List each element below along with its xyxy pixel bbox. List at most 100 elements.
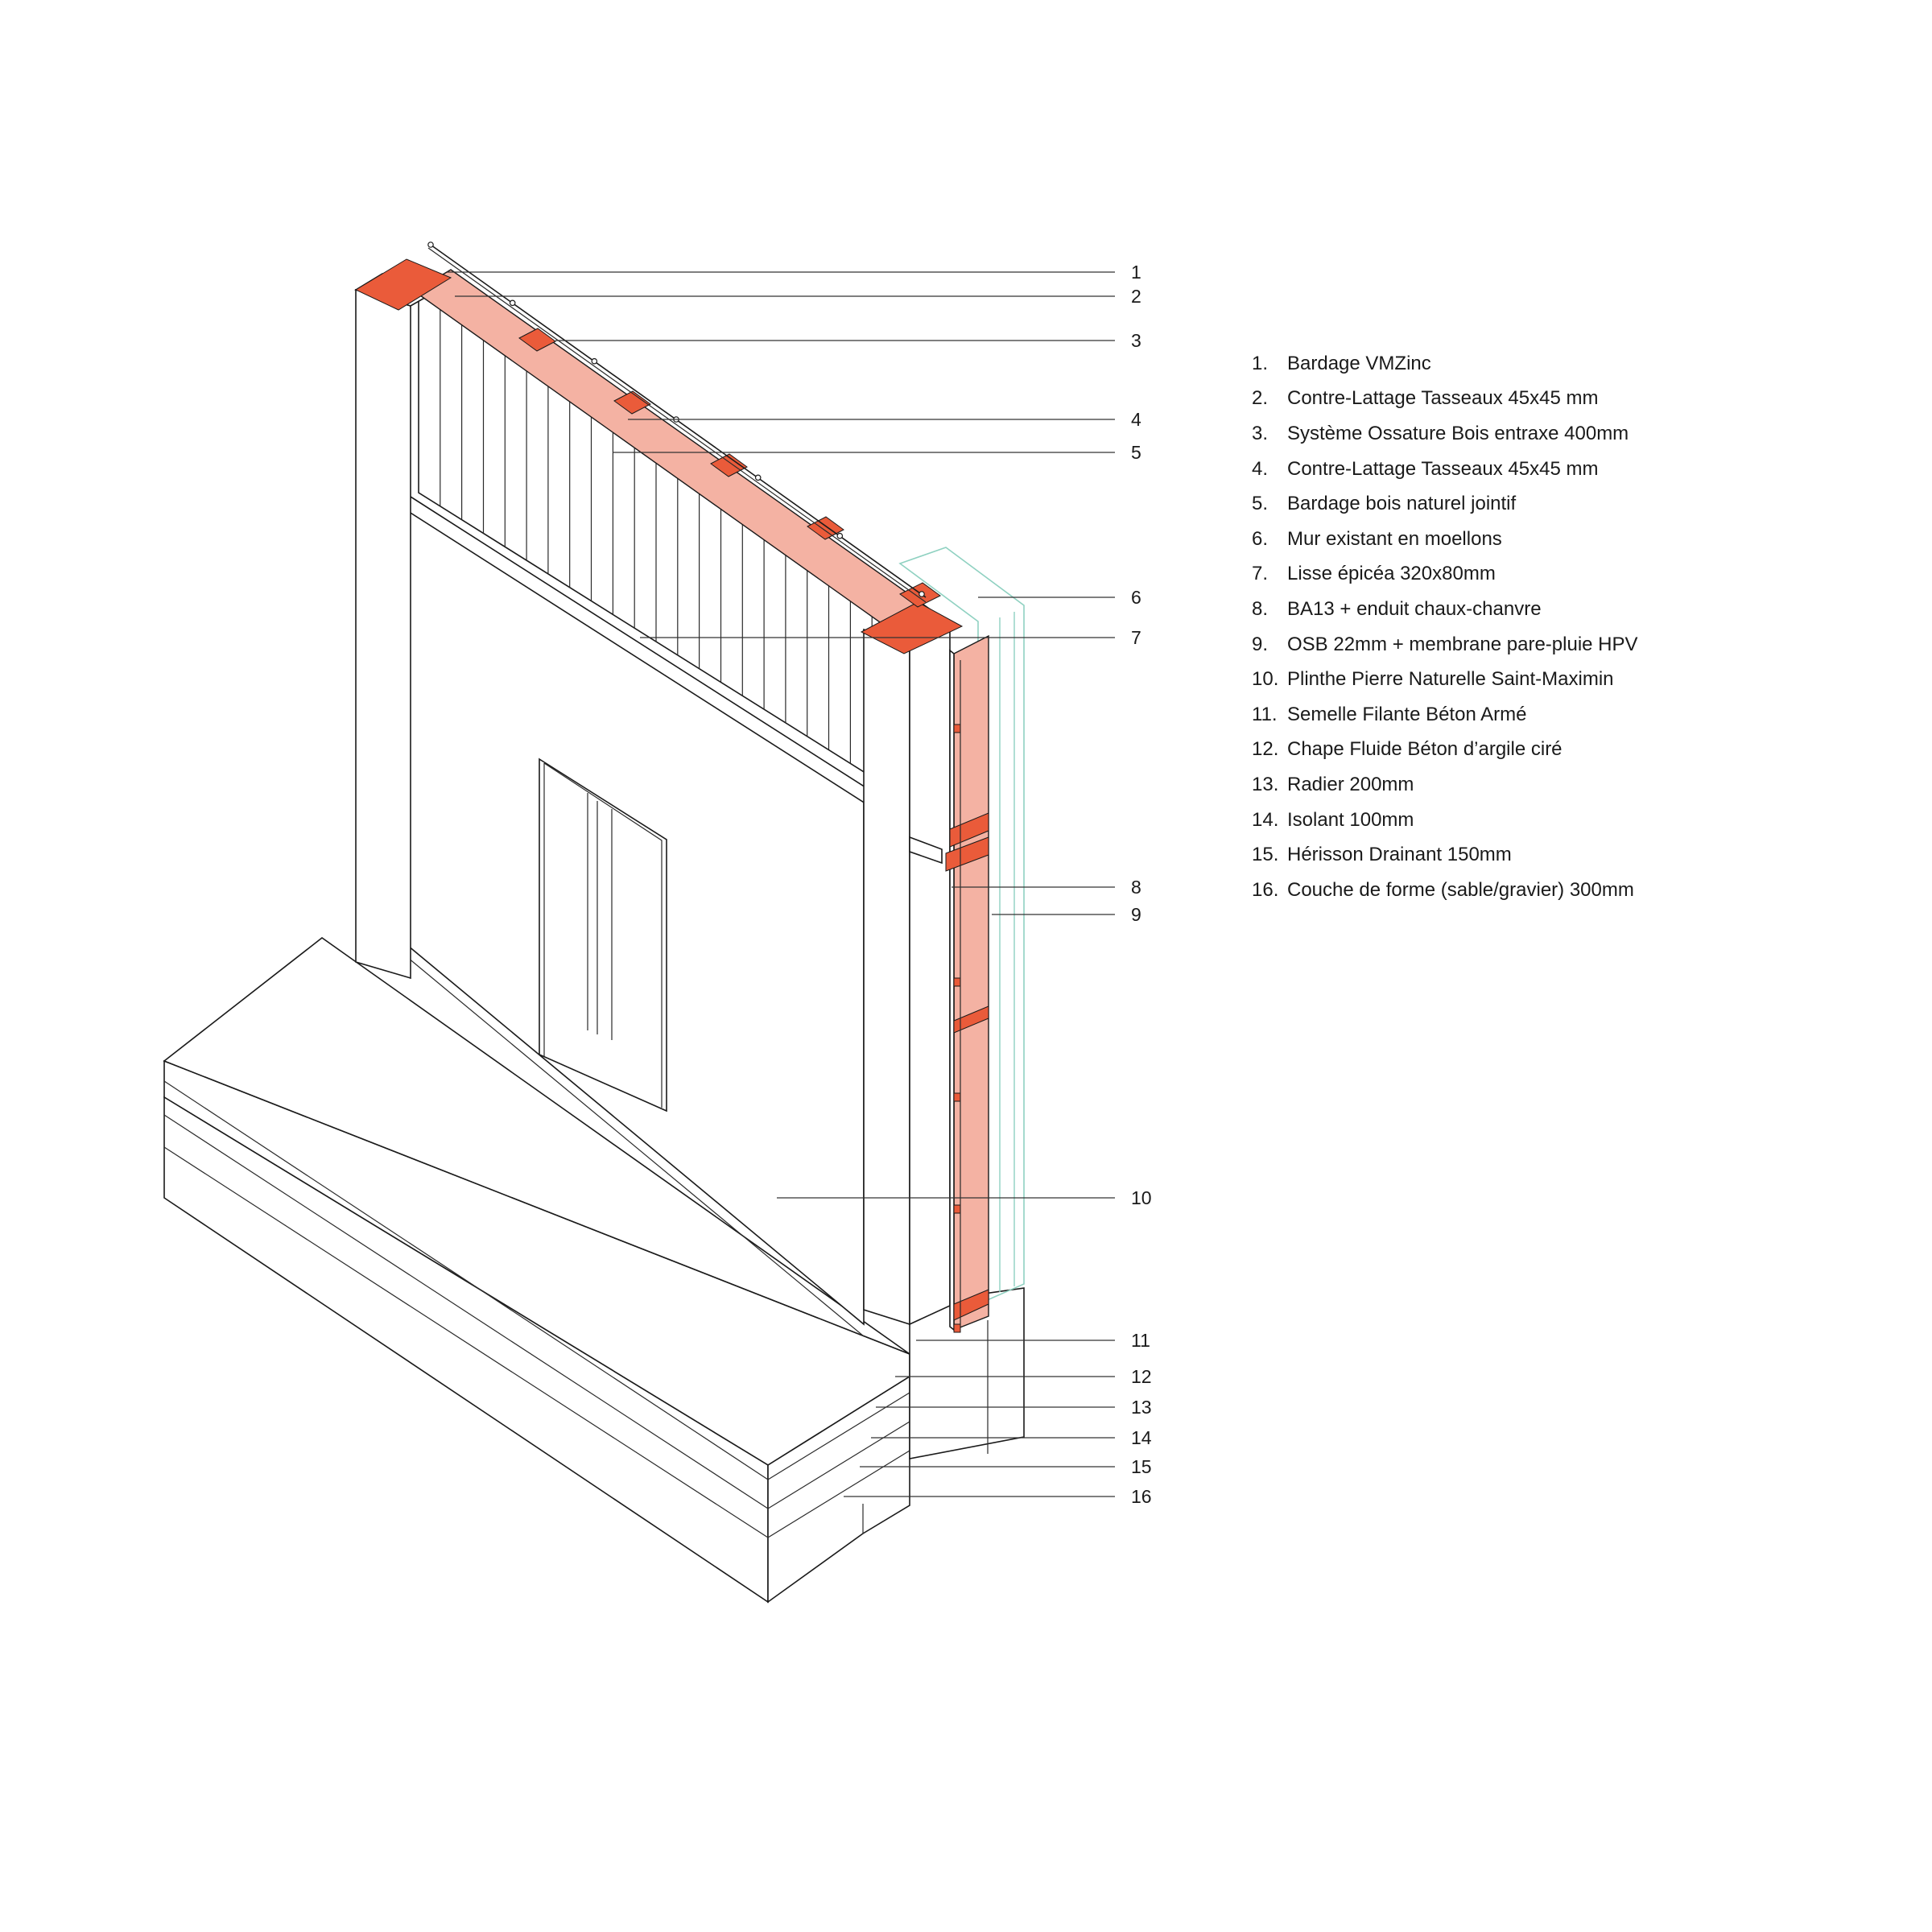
legend-item: 9. OSB 22mm + membrane pare-pluie HPV [1252, 627, 1880, 663]
legend-text: Lisse épicéa 320x80mm [1287, 563, 1496, 585]
layer-line [163, 1146, 769, 1538]
cap-stud [613, 390, 651, 415]
legend-text: Mur existant en moellons [1287, 527, 1502, 550]
callout-11: 11 [1131, 1330, 1150, 1351]
callout-16: 16 [1131, 1486, 1152, 1507]
layer-line [163, 1080, 769, 1480]
legend-item: 7. Lisse épicéa 320x80mm [1252, 557, 1880, 592]
zinc-cladding-line [427, 247, 927, 603]
legend-number: 12. [1252, 738, 1279, 761]
wall-inner-face [403, 491, 866, 1337]
door-opening [539, 758, 667, 1113]
callout-6: 6 [1131, 587, 1141, 608]
legend-number: 5. [1252, 493, 1269, 515]
legend-item: 3. Système Ossature Bois entraxe 400mm [1252, 416, 1880, 452]
zinc-seam [427, 242, 434, 248]
legend-number: 1. [1252, 352, 1269, 374]
legend-text: OSB 22mm + membrane pare-pluie HPV [1287, 633, 1638, 655]
legend-item: 13.Radier 200mm [1252, 767, 1880, 803]
legend-number: 14. [1252, 808, 1279, 831]
stud-band [945, 836, 989, 872]
legend-number: 7. [1252, 563, 1269, 585]
callout-1: 1 [1131, 262, 1141, 283]
legend-item: 4. Contre-Lattage Tasseaux 45x45 mm [1252, 452, 1880, 487]
legend-number: 11. [1252, 703, 1278, 725]
callout-10: 10 [1131, 1187, 1152, 1208]
legend-text: Contre-Lattage Tasseaux 45x45 mm [1287, 387, 1599, 410]
legend-item: 11.Semelle Filante Béton Armé [1252, 697, 1880, 733]
legend-item: 2. Contre-Lattage Tasseaux 45x45 mm [1252, 382, 1880, 417]
layer-line [163, 1114, 769, 1509]
zinc-seam [591, 357, 598, 365]
callout-7: 7 [1131, 627, 1141, 648]
legend-item: 16. Couche de forme (sable/gravier) 300mm [1252, 873, 1880, 908]
callout-5: 5 [1131, 442, 1141, 463]
lining-strip [949, 649, 955, 1331]
cap-block-left [354, 258, 452, 311]
legend-number: 16. [1252, 878, 1279, 901]
layer-line [767, 1421, 910, 1509]
cap-block-right [860, 601, 964, 654]
zinc-seam [754, 474, 762, 481]
right-post-side [909, 629, 951, 1326]
callout-2: 2 [1131, 286, 1141, 307]
left-post-front [355, 288, 411, 980]
layer-line [767, 1450, 910, 1538]
callout-14: 14 [1131, 1427, 1152, 1448]
legend-list: 1. Bardage VMZinc 2. Contre-Lattage Tassea… [1252, 346, 1880, 908]
legend-item: 12. Chape Fluide Béton d’argile ciré [1252, 733, 1880, 768]
legend-text: Radier 200mm [1287, 773, 1414, 795]
legend-text: Chape Fluide Béton d’argile ciré [1287, 738, 1563, 761]
legend-item: 10. Plinthe Pierre Naturelle Saint-Maximi… [1252, 662, 1880, 697]
legend-text: Contre-Lattage Tasseaux 45x45 mm [1287, 457, 1599, 480]
batten-marker [953, 1323, 961, 1333]
legend-text: Bardage bois naturel jointif [1287, 493, 1517, 515]
legend-item: 5. Bardage bois naturel jointif [1252, 486, 1880, 522]
callout-4: 4 [1131, 409, 1141, 430]
zinc-seam [836, 532, 844, 539]
cap-stud [807, 516, 844, 540]
batten-marker [953, 724, 961, 733]
legend-text: Couche de forme (sable/gravier) 300mm [1287, 878, 1634, 901]
legend-number: 3. [1252, 422, 1269, 444]
legend-number: 15. [1252, 844, 1279, 866]
legend-text: Isolant 100mm [1287, 808, 1414, 831]
zinc-seam [919, 591, 925, 597]
legend-text: Système Ossature Bois entraxe 400mm [1287, 422, 1629, 444]
legend-item: 8.BA13 + enduit chaux-chanvre [1252, 592, 1880, 627]
legend-item: 1. Bardage VMZinc [1252, 346, 1880, 382]
stud-band [949, 812, 989, 848]
wall-base-line [407, 957, 865, 1337]
right-post-front [863, 628, 910, 1326]
legend-number: 4. [1252, 457, 1269, 480]
legend-text: Hérisson Drainant 150mm [1287, 844, 1512, 866]
batten-marker [953, 1092, 961, 1102]
wall-top-cap [354, 242, 964, 654]
legend-item: 6.Mur existant en moellons [1252, 522, 1880, 557]
legend-number: 9. [1252, 633, 1269, 655]
cap-stud [518, 328, 556, 352]
leader-lines [447, 271, 1115, 1497]
legend-item: 14. Isolant 100mm [1252, 803, 1880, 838]
legend-text: Bardage VMZinc [1287, 352, 1431, 374]
existing-wall-outline [898, 547, 1025, 1306]
callout-3: 3 [1131, 330, 1141, 351]
legend-text: Plinthe Pierre Naturelle Saint-Maximin [1287, 668, 1614, 691]
callout-numbers: 1 2 3 4 5 6 7 8 9 10 11 12 13 14 15 16 [1131, 262, 1152, 1507]
zinc-seam [509, 299, 516, 307]
callout-12: 12 [1131, 1366, 1152, 1387]
callout-13: 13 [1131, 1397, 1152, 1418]
legend-number: 2. [1252, 387, 1269, 410]
slab-top-face [163, 937, 910, 1355]
legend-item: 15. Hérisson Drainant 150mm [1252, 837, 1880, 873]
stud-band [953, 1005, 989, 1034]
batten-marker [953, 977, 961, 987]
legend-number: 10. [1252, 668, 1279, 691]
legend-number: 8. [1252, 597, 1269, 620]
callout-8: 8 [1131, 877, 1141, 898]
slab-side-face [767, 1375, 910, 1604]
cap-stud [710, 453, 748, 477]
callout-9: 9 [1131, 904, 1141, 925]
